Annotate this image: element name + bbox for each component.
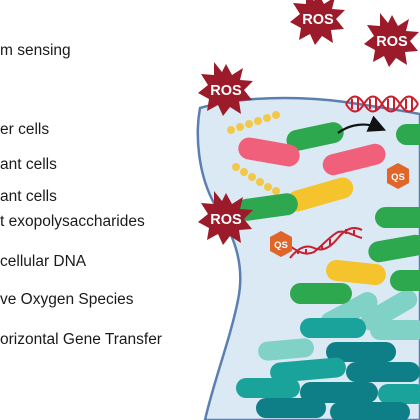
legend-extracellular-dna: cellular DNA: [0, 253, 87, 270]
svg-text:ROS: ROS: [210, 212, 242, 228]
ros-burst-icon: ROS: [198, 62, 253, 116]
ros-burst-icon: ROS: [198, 191, 253, 245]
qs-badge-icon: QS: [270, 231, 292, 257]
dna-helix-icon: [289, 227, 363, 259]
legend-persister-cells: er cells: [0, 121, 50, 138]
exopolysaccharide-chain-1: [227, 111, 280, 134]
legend-tolerant-cells: ant cells: [0, 188, 57, 205]
svg-text:ROS: ROS: [210, 83, 242, 99]
ros-burst-icon: ROS: [364, 13, 419, 67]
legend-exopolysaccharides: t exopolysaccharides: [0, 213, 145, 230]
svg-text:ROS: ROS: [376, 34, 408, 50]
exopolysaccharide-chain-2: [232, 163, 280, 195]
legend-ros: ve Oxygen Species: [0, 291, 134, 308]
legend-hgt: orizontal Gene Transfer: [0, 331, 162, 348]
legend-resistant-cells: ant cells: [0, 156, 57, 173]
dna-helix-icon: [345, 95, 419, 113]
bacteria-rods: [236, 122, 420, 304]
arrow-icon: [337, 115, 387, 134]
ros-burst-icon: ROS: [290, 0, 345, 45]
qs-badge-icon: QS: [387, 163, 409, 189]
legend-quorum-sensing: m sensing: [0, 42, 71, 59]
svg-text:QS: QS: [274, 240, 288, 251]
svg-text:ROS: ROS: [302, 12, 334, 28]
svg-text:QS: QS: [391, 172, 405, 183]
tolerant-cells-cluster: [236, 289, 420, 420]
